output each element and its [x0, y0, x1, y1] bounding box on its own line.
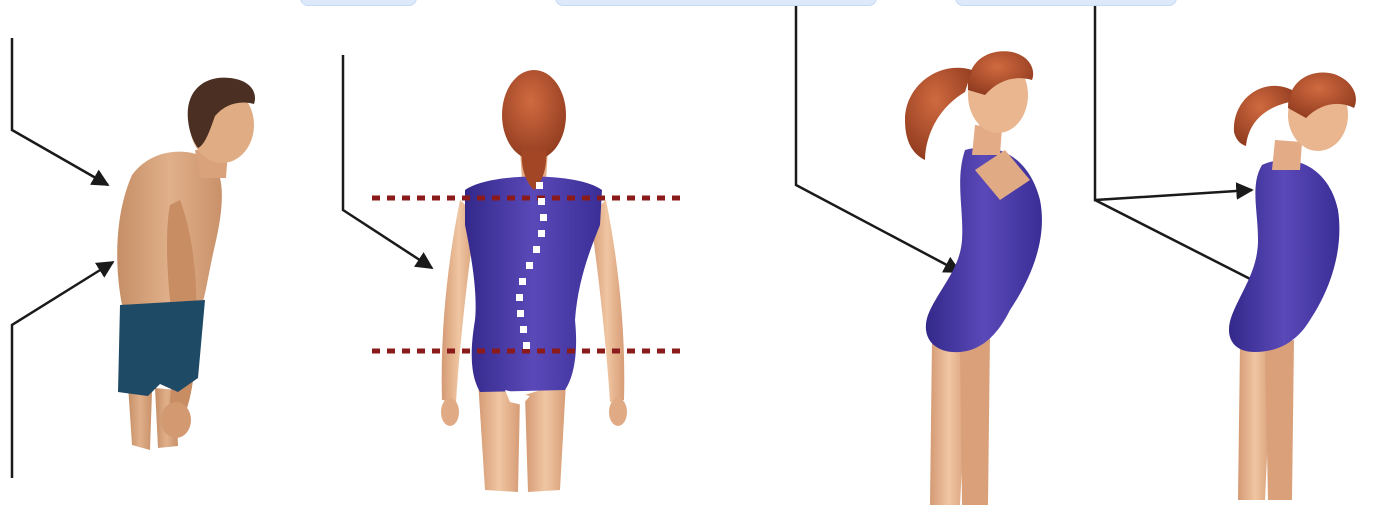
pointer-arrow [1095, 200, 1264, 286]
pointer-arrow [12, 262, 113, 478]
panel-lordosis [796, 0, 1042, 505]
panel-flat-back [1095, 0, 1356, 500]
pointer-arrow [12, 38, 108, 185]
woman-side-figure-2 [1229, 72, 1356, 500]
label-box [555, 0, 877, 6]
pointer-arrow [796, 0, 960, 272]
pointer-arrow [343, 55, 432, 268]
label-box [300, 0, 417, 6]
panel-kyphosis [12, 38, 255, 478]
pointer-arrow [1095, 0, 1252, 200]
panel-scoliosis [343, 55, 680, 492]
label-box [955, 0, 1177, 6]
woman-side-figure [905, 51, 1042, 505]
woman-back-figure [441, 70, 627, 492]
man-figure [117, 78, 255, 450]
